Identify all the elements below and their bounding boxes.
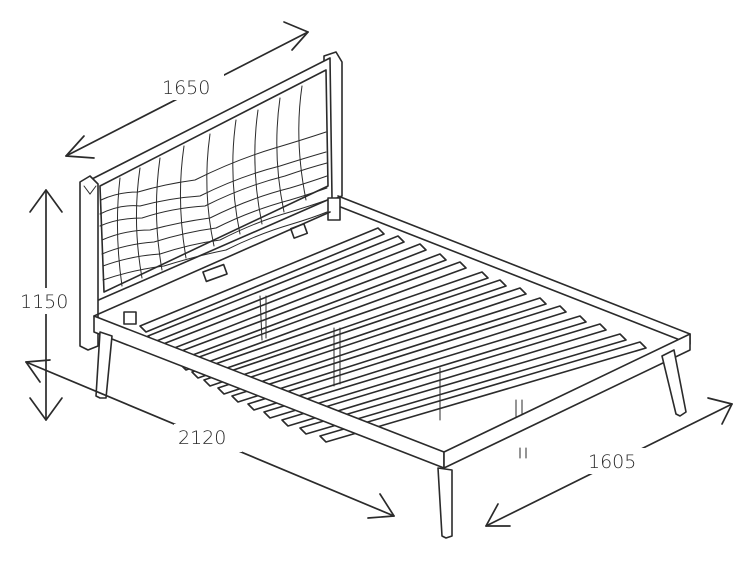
headboard-upholstery bbox=[99, 69, 329, 293]
dimension-length: 2120 bbox=[25, 359, 395, 519]
leg-front-left bbox=[95, 331, 113, 399]
leg-back-right bbox=[661, 349, 687, 417]
bracket-back bbox=[327, 197, 341, 221]
center-support-1 bbox=[259, 295, 267, 341]
dimension-label-1650: 1650 bbox=[162, 77, 210, 99]
bracket-front bbox=[123, 311, 137, 325]
legs bbox=[95, 331, 687, 539]
bed-frame bbox=[93, 195, 691, 469]
headboard bbox=[79, 51, 343, 351]
foot-rail bbox=[443, 333, 691, 469]
dimension-label-2120: 2120 bbox=[178, 427, 226, 449]
slats bbox=[139, 227, 647, 443]
dimension-label-1605: 1605 bbox=[588, 451, 636, 473]
dimension-label-1150: 1150 bbox=[20, 291, 68, 313]
dimension-width: 1605 bbox=[485, 397, 733, 527]
dimension-height: 1150 bbox=[18, 189, 74, 421]
side-rail-far bbox=[337, 195, 691, 345]
dimension-headboard-width: 1650 bbox=[65, 21, 309, 159]
center-support-2 bbox=[333, 327, 341, 387]
headboard-tufting bbox=[99, 131, 328, 281]
leg-front-right bbox=[437, 467, 453, 539]
headboard-tufting-columns bbox=[116, 85, 307, 287]
headboard-left-post bbox=[79, 175, 99, 351]
bracket-mid bbox=[202, 263, 228, 283]
